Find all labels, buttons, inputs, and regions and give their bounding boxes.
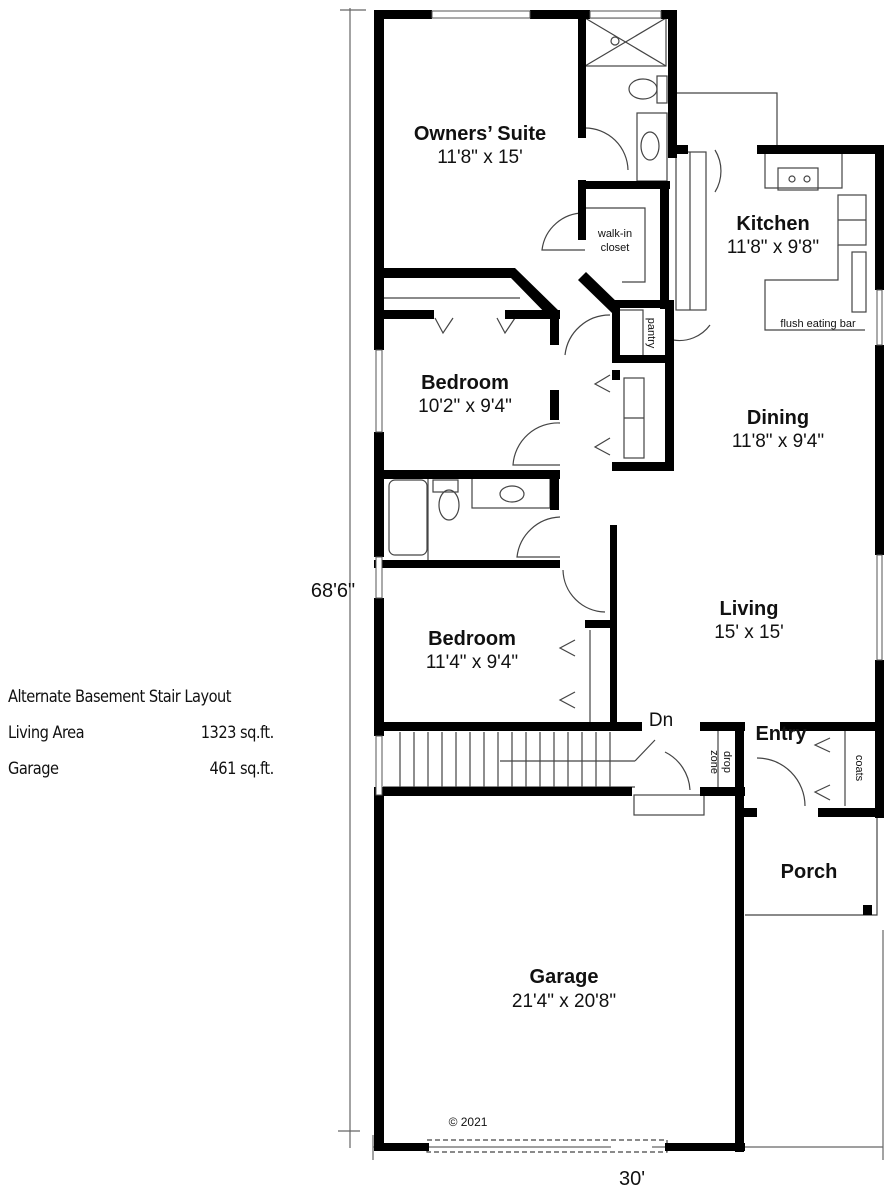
living-size: 15' x 15' <box>714 622 784 643</box>
summary-row-garage: Garage 461 sq.ft. <box>8 754 274 790</box>
dining-name: Dining <box>747 407 809 429</box>
garage-area-value: 461 sq.ft. <box>209 759 275 779</box>
depth-dimension: 68'6" <box>311 580 355 602</box>
bedroom2-size: 11'4" x 9'4" <box>426 652 518 673</box>
owners-suite-name: Owners’ Suite <box>414 123 546 145</box>
bedroom2-name: Bedroom <box>428 628 516 650</box>
garage-area-label: Garage <box>8 759 59 779</box>
garage-name: Garage <box>530 966 599 988</box>
garage-size: 21'4" x 20'8" <box>512 991 616 1012</box>
walls <box>374 10 884 1152</box>
copyright-label: © 2021 <box>449 1115 488 1129</box>
owners-suite-size: 11'8" x 15' <box>437 147 522 168</box>
kitchen-size: 11'8" x 9'8" <box>727 237 819 258</box>
entry-name: Entry <box>755 723 807 745</box>
living-name: Living <box>720 598 779 620</box>
flush-eating-bar-label: flush eating bar <box>780 318 856 330</box>
kitchen-name: Kitchen <box>736 213 809 235</box>
width-dimension: 30' <box>619 1168 645 1190</box>
stairs-down-label: Dn <box>649 710 673 731</box>
drop-label: drop <box>721 751 733 773</box>
living-area-label: Living Area <box>8 723 85 743</box>
pantry-label: pantry <box>645 318 657 349</box>
dining-size: 11'8" x 9'4" <box>732 431 824 452</box>
porch-name: Porch <box>781 861 838 883</box>
walk-in-label: walk-in <box>597 228 632 240</box>
summary-title-row: Alternate Basement Stair Layout <box>8 682 274 718</box>
bedroom1-size: 10'2" x 9'4" <box>418 396 512 417</box>
summary-title: Alternate Basement Stair Layout <box>8 687 232 707</box>
annotations: walk-in closet pantry flush eating bar D… <box>311 228 865 1190</box>
windows <box>375 10 883 796</box>
zone-label: zone <box>708 750 720 774</box>
summary-row-living: Living Area 1323 sq.ft. <box>8 718 274 754</box>
coats-label: coats <box>853 755 865 782</box>
bedroom1-name: Bedroom <box>421 372 509 394</box>
living-area-value: 1323 sq.ft. <box>200 723 275 743</box>
area-summary: Alternate Basement Stair Layout Living A… <box>8 682 274 790</box>
room-labels: Owners’ Suite 11'8" x 15' Kitchen 11'8" … <box>414 123 837 1012</box>
closet-label: closet <box>601 242 630 254</box>
